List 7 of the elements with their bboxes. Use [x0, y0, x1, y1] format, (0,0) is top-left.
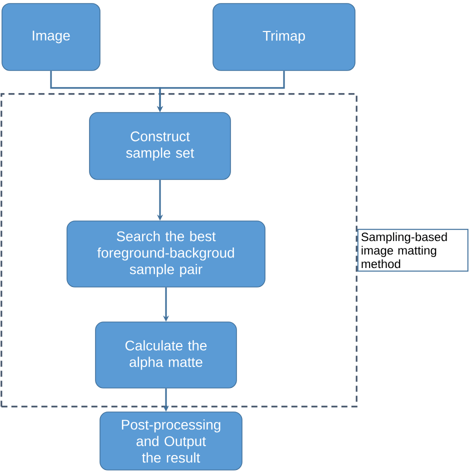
process-box: Construct sample set — [89, 112, 231, 180]
process-box: Post-processing and Output the result — [100, 412, 242, 470]
process-box: Calculate the alpha matte — [95, 322, 237, 388]
region-label: Sampling-based image matting method — [357, 228, 468, 272]
process-box: Image — [2, 3, 100, 71]
process-box: Trimap — [212, 3, 356, 71]
process-box: Search the best foreground-backgroud sample pair — [66, 220, 266, 288]
